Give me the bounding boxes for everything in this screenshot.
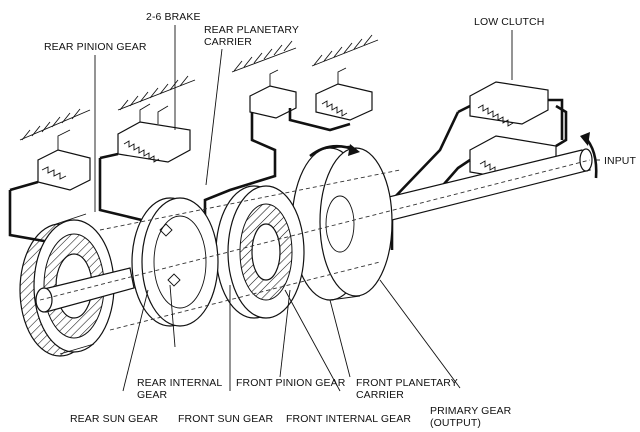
label-low-clutch: LOW CLUTCH: [474, 16, 544, 28]
label-front-planetary-carrier-2: CARRIER: [356, 389, 404, 401]
label-primary-gear-output-1: PRIMARY GEAR: [430, 405, 512, 417]
primary-gear-output-drum: [291, 145, 393, 301]
label-rear-pinion-gear: REAR PINION GEAR: [44, 41, 147, 53]
center-lines: [39, 159, 591, 331]
front-internal-gear-ring: [215, 185, 305, 319]
leader-lines: [94, 25, 600, 392]
label-input: INPUT: [604, 155, 636, 167]
label-rear-internal-gear-2: GEAR: [137, 389, 167, 401]
label-front-planetary-carrier-1: FRONT PLANETARY: [356, 377, 458, 389]
rear-planetary-carrier-ring: [131, 197, 219, 327]
rotation-arrows: [309, 132, 598, 179]
brake-housing-left: [37, 129, 91, 191]
label-rear-internal-gear-1: REAR INTERNAL: [137, 377, 222, 389]
label-rear-planetary-carrier-2: CARRIER: [204, 36, 252, 48]
label-front-sun-gear: FRONT SUN GEAR: [178, 413, 273, 425]
label-front-internal-gear: FRONT INTERNAL GEAR: [286, 413, 411, 425]
label-rear-sun-gear: REAR SUN GEAR: [70, 413, 159, 425]
housing-ground-hatching: [19, 34, 379, 141]
label-rear-planetary-carrier-1: REAR PLANETARY: [204, 24, 299, 36]
output-shaft-stub: [35, 267, 135, 313]
rear-carrier-housings: [249, 67, 373, 121]
labels: 2-6 BRAKE REAR PINION GEAR REAR PLANETAR…: [44, 11, 636, 429]
label-2-6-brake: 2-6 BRAKE: [146, 11, 201, 23]
brake-housing-26: [117, 103, 191, 163]
label-front-pinion-gear: FRONT PINION GEAR: [236, 377, 346, 389]
label-primary-gear-output-2: (OUTPUT): [430, 417, 481, 429]
